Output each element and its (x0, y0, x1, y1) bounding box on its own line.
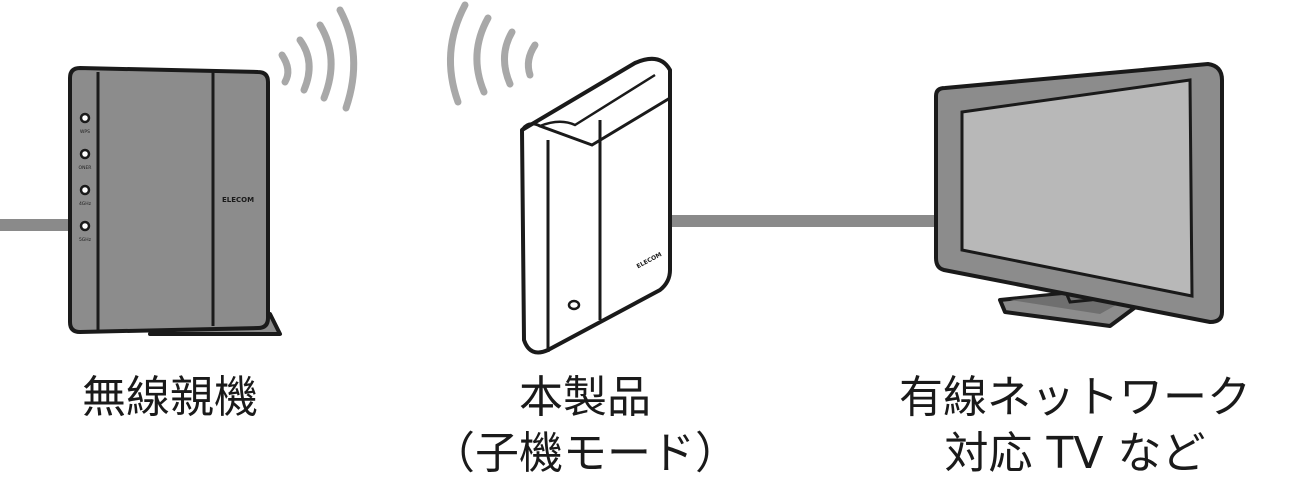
led-icon (79, 220, 91, 232)
led-label-5ghz: 5GHz (79, 237, 92, 243)
led-label-4ghz: 4GHz (79, 201, 92, 207)
wireless-router: WPS ONER 4GHz 5GHz ELECOM (68, 65, 282, 336)
router-label-text: 無線親機 (82, 372, 258, 423)
television (934, 62, 1224, 328)
led-label-wps: WPS (80, 129, 90, 135)
router-label: 無線親機 (20, 370, 320, 426)
router-brand-logo: ELECOM (222, 196, 254, 204)
product-led-icon (567, 299, 581, 311)
product-label: 本製品 （子機モード） (395, 370, 775, 482)
led-icon (79, 112, 91, 124)
led-label-oner: ONER (79, 165, 92, 171)
led-icon (79, 148, 91, 160)
product-label-line2: （子機モード） (431, 428, 739, 479)
product-wifi-waves-icon (447, 1, 539, 106)
router-led-indicators (79, 112, 91, 232)
led-icon (79, 184, 91, 196)
tv-label: 有線ネットワーク 対応 TV など (840, 370, 1305, 482)
tv-label-line1: 有線ネットワーク (899, 372, 1251, 423)
tv-label-line2: 対応 TV など (944, 428, 1206, 479)
product-label-line1: 本製品 (519, 372, 651, 423)
router-wifi-waves-icon (278, 6, 358, 112)
product-device: ELECOM (520, 56, 672, 355)
